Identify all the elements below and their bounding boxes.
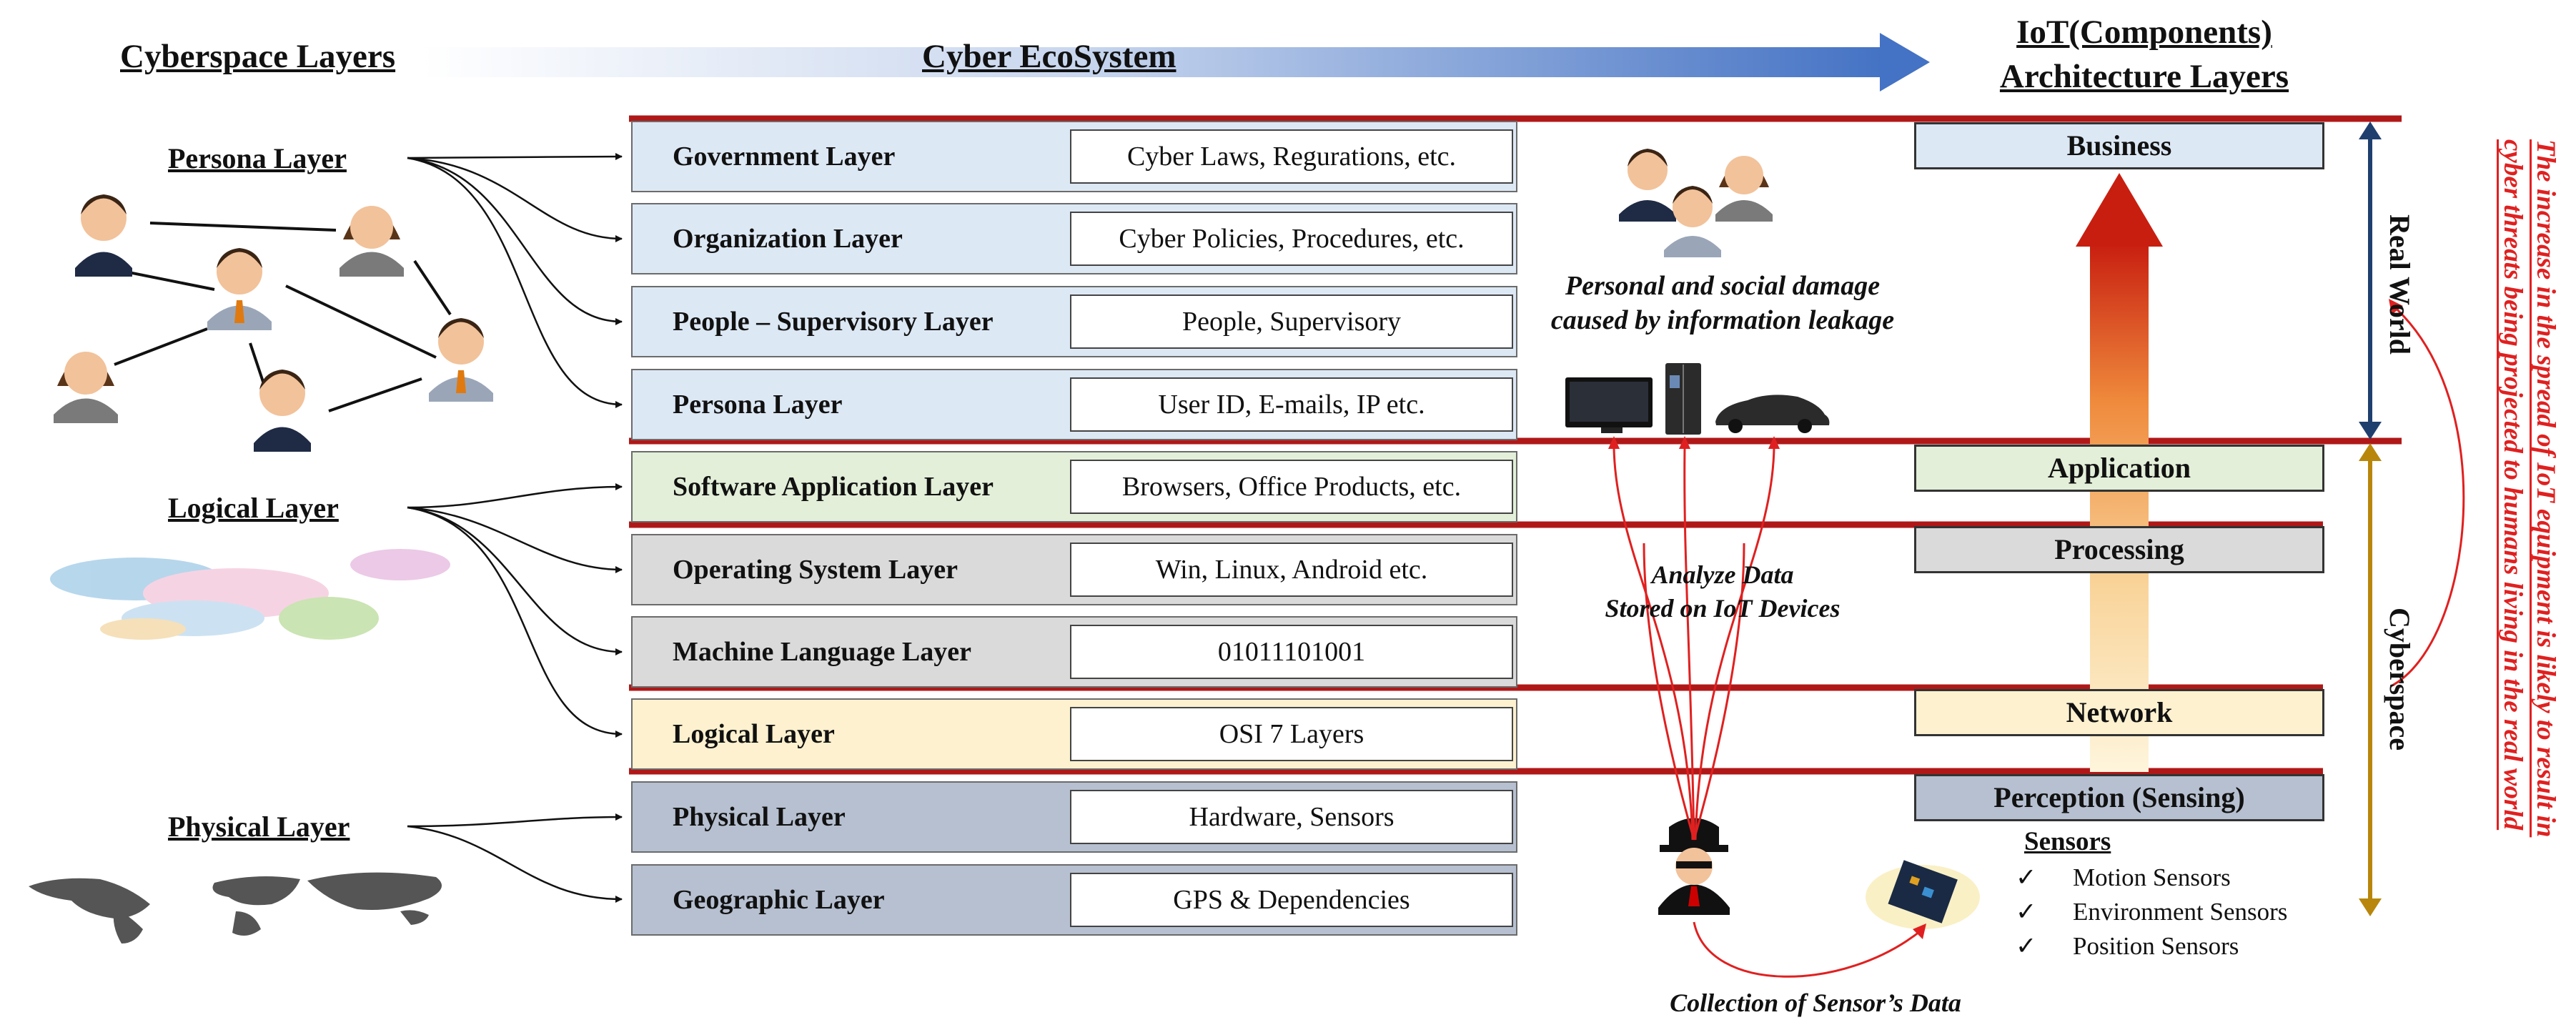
layer-row: Machine Language Layer 01011101001: [631, 616, 1517, 688]
logical-connectors: [407, 483, 623, 738]
tv-icon: [1565, 377, 1653, 433]
iot-layer-application: Application: [1914, 445, 2324, 492]
layer-row: Government Layer Cyber Laws, Regurations…: [631, 121, 1517, 192]
sensor-item: ✓ Environment Sensors: [2016, 898, 2287, 932]
threat-projection-arrow: [2389, 299, 2465, 688]
persona-connectors: [407, 153, 623, 408]
layer-description: Cyber Policies, Procedures, etc.: [1070, 212, 1513, 266]
iot-layer-network: Network: [1914, 689, 2324, 736]
layer-name: Software Application Layer: [673, 472, 994, 502]
layer-name: Government Layer: [673, 142, 896, 172]
person-icon: [254, 370, 311, 452]
iot-layer-business: Business: [1914, 122, 2324, 169]
layer-row: People – Supervisory Layer People, Super…: [631, 286, 1517, 357]
threat-note-line2: cyber threats being projected to humans …: [2498, 139, 2527, 831]
left-persona-label: Persona Layer: [168, 142, 347, 174]
cyberspace-arrow: [2359, 443, 2382, 916]
collection-text: Collection of Sensor’s Data: [1670, 989, 1961, 1017]
left-logical-label: Logical Layer: [168, 492, 339, 524]
sensors-title: Sensors: [2024, 827, 2111, 856]
damage-text-line2: caused by information leakage: [1550, 305, 1895, 335]
left-physical-label: Physical Layer: [168, 811, 350, 843]
layer-name: Physical Layer: [673, 802, 846, 832]
check-icon: ✓: [2016, 898, 2037, 926]
layer-description: Hardware, Sensors: [1070, 790, 1513, 844]
header-arrow: [422, 33, 1930, 91]
people-group-icon: [1619, 149, 1773, 257]
sensor-label: Motion Sensors: [2073, 863, 2231, 891]
layer-description: People, Supervisory: [1070, 294, 1513, 349]
layer-name: Persona Layer: [673, 390, 843, 420]
threat-note-line1: The increase in the spread of IoT equipm…: [2531, 139, 2560, 838]
layer-name: Organization Layer: [673, 224, 903, 254]
layer-description: GPS & Dependencies: [1070, 873, 1513, 927]
sensor-label: Position Sensors: [2073, 932, 2239, 960]
car-icon: [1715, 395, 1830, 433]
analyze-text-line1: Analyze Data: [1651, 560, 1794, 589]
physical-connectors: [407, 813, 623, 903]
person-icon: [207, 248, 272, 330]
layer-name: People – Supervisory Layer: [673, 307, 994, 337]
sensor-item: ✓ Motion Sensors: [2016, 863, 2287, 898]
layer-row: Software Application Layer Browsers, Off…: [631, 451, 1517, 523]
sensor-label: Environment Sensors: [2073, 898, 2288, 926]
layer-description: Browsers, Office Products, etc.: [1070, 460, 1513, 514]
check-icon: ✓: [2016, 863, 2037, 891]
person-icons: [54, 194, 493, 452]
person-icon: [54, 352, 118, 423]
layer-row: Operating System Layer Win, Linux, Andro…: [631, 534, 1517, 605]
layer-row: Geographic Layer GPS & Dependencies: [631, 864, 1517, 936]
layer-description: Cyber Laws, Regurations, etc.: [1070, 129, 1513, 184]
analyze-text-line2: Stored on IoT Devices: [1605, 594, 1841, 623]
layer-row: Physical Layer Hardware, Sensors: [631, 781, 1517, 853]
layer-name: Machine Language Layer: [673, 637, 971, 667]
data-arrow-heads: [1608, 436, 1780, 449]
iot-layer-processing: Processing: [1914, 526, 2324, 573]
header-cyber-ecosystem: Cyber EcoSystem: [922, 38, 1176, 75]
layer-row: Organization Layer Cyber Policies, Proce…: [631, 203, 1517, 274]
data-analysis-arrows: [1613, 446, 1775, 841]
iot-upward-arrow: [2076, 173, 2163, 772]
person-icon: [429, 318, 493, 402]
collection-arrow: [1693, 921, 1926, 978]
cyberspace-label: Cyberspace: [2384, 608, 2416, 751]
fridge-icon: [1665, 363, 1701, 435]
layer-row: Persona Layer User ID, E-mails, IP etc.: [631, 369, 1517, 440]
person-icon: [75, 194, 132, 277]
header-iot-line2: Architecture Layers: [1999, 58, 2289, 95]
iot-layer-perception: Perception (Sensing): [1914, 774, 2324, 821]
layer-name: Logical Layer: [673, 719, 835, 749]
world-map-icon: [29, 872, 442, 944]
layer-description: OSI 7 Layers: [1070, 707, 1513, 761]
header-cyberspace-layers: Cyberspace Layers: [120, 38, 396, 75]
real-world-label: Real World: [2384, 214, 2416, 355]
person-icon: [340, 206, 404, 277]
layer-row: Logical Layer OSI 7 Layers: [631, 698, 1517, 770]
layer-description: Win, Linux, Android etc.: [1070, 543, 1513, 597]
layer-description: 01011101001: [1070, 625, 1513, 679]
logical-network-cloud: [50, 549, 450, 640]
check-icon: ✓: [2016, 932, 2037, 960]
real-world-arrow: [2359, 122, 2382, 440]
damage-text-line1: Personal and social damage: [1565, 271, 1881, 301]
layer-description: User ID, E-mails, IP etc.: [1070, 377, 1513, 432]
sensor-item: ✓ Position Sensors: [2016, 932, 2287, 966]
header-iot-line1: IoT(Components): [2016, 14, 2272, 51]
sensor-chip-icon: [1866, 860, 1980, 929]
sensors-list: ✓ Motion Sensors ✓ Environment Sensors ✓ Po…: [2016, 863, 2287, 966]
layer-name: Operating System Layer: [673, 555, 958, 585]
layer-name: Geographic Layer: [673, 885, 885, 915]
